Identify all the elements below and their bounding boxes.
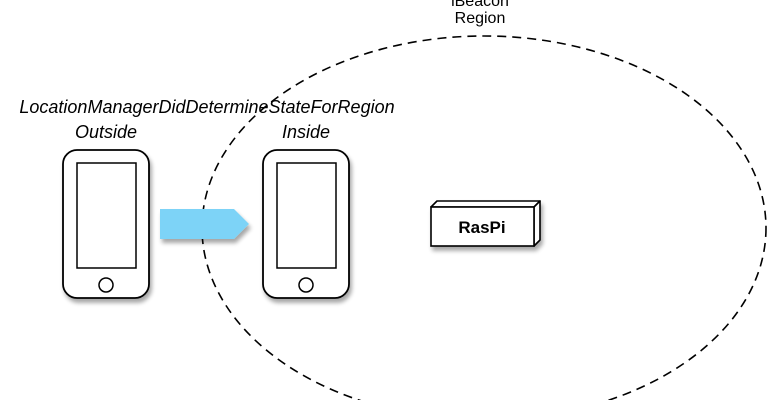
arrow-right-icon [160,209,249,239]
box-3d-icon [430,200,541,247]
callback-label: LocationManagerDidDetermineStateForRegio… [19,97,394,117]
phone-state-outside: Outside [75,122,137,142]
region-label-line1: iBeacon [451,0,509,10]
phone-icon [262,149,350,299]
phone-icon [62,149,150,299]
phone-state-inside: Inside [282,122,330,142]
region-label-line2: Region [455,10,506,27]
raspi-label: RasPi [458,218,505,237]
